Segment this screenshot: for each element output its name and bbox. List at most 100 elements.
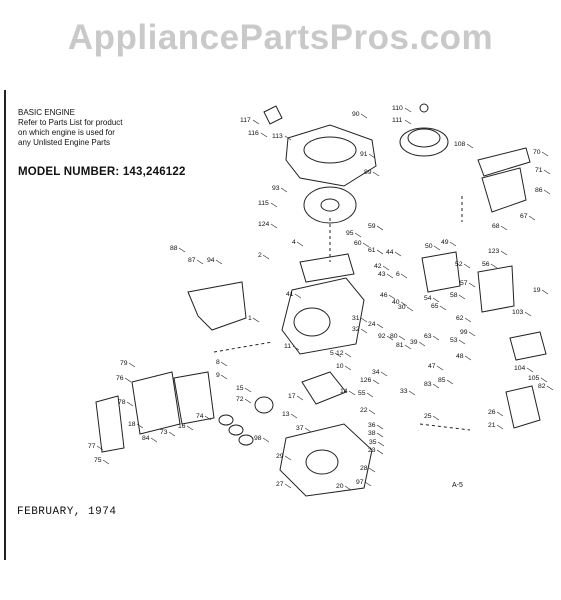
callout-leader-65	[439, 305, 447, 311]
callout-27: 27	[276, 481, 284, 488]
callout-61: 61	[368, 247, 376, 254]
callout-leader-17	[296, 395, 304, 401]
callout-15: 15	[236, 385, 244, 392]
callout-88: 88	[170, 245, 178, 252]
callout-41: 41	[286, 291, 294, 298]
callout-leader-48	[464, 355, 472, 361]
page-code: A-5	[452, 482, 463, 489]
callout-44: 44	[386, 249, 394, 256]
callout-leader-50	[433, 245, 441, 251]
callout-116: 116	[248, 130, 259, 137]
callout-38: 38	[368, 430, 376, 437]
callout-leader-77	[96, 445, 104, 451]
air-filter-cover-shape	[477, 147, 531, 177]
callout-89: 89	[364, 169, 372, 176]
ring-shape-1	[218, 414, 234, 426]
callout-leader-81	[404, 344, 412, 350]
muffler-shape	[505, 385, 541, 429]
callout-leader-111	[404, 119, 412, 125]
callout-leader-36	[376, 424, 384, 430]
callout-leader-124	[270, 223, 278, 229]
blower-housing-opening	[303, 136, 357, 164]
callout-leader-47	[436, 365, 444, 371]
callout-78: 78	[118, 399, 126, 406]
callout-86: 86	[535, 187, 543, 194]
parts-kit-shape	[509, 331, 547, 361]
blower-housing-shape	[285, 124, 377, 187]
callout-leader-33	[408, 390, 416, 396]
callout-leader-59	[376, 225, 384, 231]
side-plate-shape	[95, 395, 125, 453]
callout-16: 16	[178, 423, 186, 430]
callout-56: 56	[482, 261, 490, 268]
callout-85: 85	[438, 377, 446, 384]
callout-34: 34	[372, 369, 380, 376]
callout-leader-90	[360, 113, 368, 119]
callout-leader-88	[178, 247, 186, 253]
callout-leader-21	[496, 424, 504, 430]
callout-98: 98	[254, 435, 262, 442]
starter-cup-inner	[407, 128, 441, 148]
callout-76: 76	[116, 375, 124, 382]
piston-shape	[254, 396, 274, 414]
callout-leader-58	[458, 294, 466, 300]
callout-leader-55	[366, 392, 374, 398]
callout-4: 4	[292, 239, 296, 246]
header-line-3: any Unlisted Engine Parts	[18, 138, 111, 147]
header-title: BASIC ENGINE	[18, 108, 75, 117]
callout-leader-68	[500, 225, 508, 231]
callout-leader-11	[292, 345, 300, 351]
crankcase-shape	[279, 423, 373, 497]
callout-2: 2	[258, 252, 262, 259]
callout-leader-103	[524, 311, 532, 317]
callout-leader-91	[368, 153, 376, 159]
callout-leader-16	[186, 425, 194, 431]
callout-99: 99	[460, 329, 468, 336]
callout-33: 33	[400, 388, 408, 395]
callout-leader-29	[284, 455, 292, 461]
callout-leader-19	[541, 289, 549, 295]
callout-124: 124	[258, 221, 270, 228]
watermark: AppliancePartsPros.com	[67, 18, 494, 57]
callout-43: 43	[378, 271, 386, 278]
callout-leader-42	[382, 265, 390, 271]
callout-110: 110	[392, 105, 403, 112]
callout-leader-57	[468, 282, 476, 288]
callout-leader-9	[220, 374, 228, 380]
callout-75: 75	[94, 457, 102, 464]
callout-91: 91	[360, 151, 368, 158]
callout-93: 93	[272, 185, 280, 192]
callout-leader-74	[204, 415, 212, 421]
callout-83: 83	[424, 381, 432, 388]
carburetor-shape	[421, 251, 461, 293]
model-label: MODEL NUMBER:	[18, 166, 120, 178]
callout-leader-70	[541, 151, 549, 157]
callout-leader-87	[196, 259, 204, 265]
callout-90: 90	[352, 111, 360, 118]
callout-87: 87	[188, 257, 196, 264]
callout-leader-95	[354, 232, 362, 238]
callout-73: 73	[160, 429, 168, 436]
callout-72: 72	[236, 396, 244, 403]
callout-leader-99	[468, 331, 476, 337]
callout-104: 104	[514, 365, 526, 372]
callout-47: 47	[428, 363, 436, 370]
callout-80: 80	[390, 333, 398, 340]
callout-79: 79	[120, 360, 128, 367]
callout-leader-73	[168, 431, 176, 437]
crankcase-bore	[305, 449, 339, 475]
left-margin-rule	[4, 90, 6, 560]
callout-leader-20	[344, 485, 352, 491]
callout-leader-126	[372, 379, 380, 385]
callout-leader-56	[490, 263, 498, 269]
callout-leader-6	[400, 273, 408, 279]
callout-leader-14	[348, 390, 356, 396]
callout-19: 19	[533, 287, 541, 294]
callout-leader-13	[290, 413, 298, 419]
callout-111: 111	[392, 117, 403, 124]
callout-leader-26	[496, 411, 504, 417]
callout-35: 35	[369, 439, 377, 446]
callout-leader-46	[388, 294, 396, 300]
callout-8: 8	[216, 359, 220, 366]
